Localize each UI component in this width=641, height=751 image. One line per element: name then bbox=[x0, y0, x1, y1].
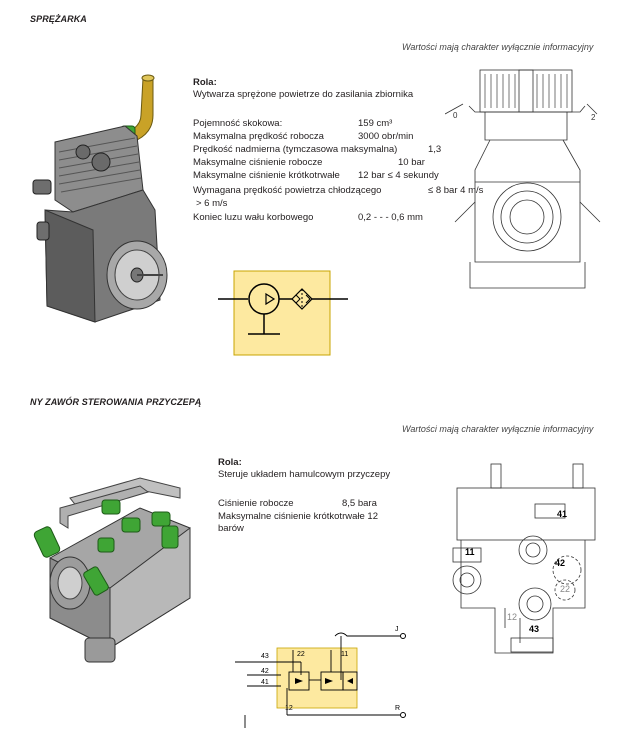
spec-value: 12 bar ≤ 4 sekundy bbox=[358, 170, 439, 181]
schematic-label-12: 12 bbox=[285, 705, 293, 712]
drawing-label-11: 11 bbox=[465, 547, 475, 557]
schematic-label-42: 42 bbox=[261, 668, 269, 675]
spec-label: Maksymalna prędkość robocza bbox=[193, 131, 324, 142]
drawing-label-42: 42 bbox=[555, 558, 565, 568]
spec-label: Prędkość nadmierna (tymczasowa maksymaln… bbox=[193, 144, 398, 155]
compressor-drawing: 0 2 bbox=[445, 69, 601, 289]
schematic-label-43: 43 bbox=[261, 653, 269, 660]
section1-disclaimer: Wartości mają charakter wyłącznie inform… bbox=[402, 42, 594, 52]
drawing-label-43: 43 bbox=[529, 624, 539, 634]
spec-label: > 6 m/s bbox=[196, 198, 228, 209]
drawing-label-2: 2 bbox=[591, 113, 596, 122]
spec-value: 10 bar bbox=[398, 157, 425, 168]
drawing-label-41: 41 bbox=[557, 509, 567, 519]
section2-role-title: Rola: bbox=[218, 457, 242, 468]
spec-value: 8,5 bara bbox=[342, 498, 377, 509]
valve-schematic: 43 42 41 22 11 12 J R bbox=[235, 626, 406, 728]
drawing-label-0: 0 bbox=[453, 111, 458, 120]
spec-label: Maksymalne ciśnienie krótkotrwałe bbox=[193, 170, 340, 181]
spec-label: barów bbox=[218, 523, 244, 534]
section1-role-text: Wytwarza sprężone powietrze do zasilania… bbox=[193, 89, 414, 100]
section2-role-text: Steruje układem hamulcowym przyczepy bbox=[218, 469, 391, 480]
spec-label: Wymagana prędkość powietrza chłodzącego bbox=[193, 185, 382, 196]
spec-label: Pojemność skokowa: bbox=[193, 118, 283, 129]
valve-drawing: 41 11 42 22 12 43 bbox=[452, 463, 596, 654]
spec-value: 1,3 bbox=[428, 144, 442, 155]
spec-value: 159 cm³ bbox=[358, 118, 393, 129]
compressor-illustration bbox=[32, 74, 168, 323]
schematic-label-41: 41 bbox=[261, 679, 269, 686]
spec-value: 3000 obr/min bbox=[358, 131, 414, 142]
section1-role-title: Rola: bbox=[193, 77, 217, 88]
schematic-label-22: 22 bbox=[297, 651, 305, 658]
spec-value: ≤ 8 bar 4 m/s bbox=[428, 185, 484, 196]
spec-label: Ciśnienie robocze bbox=[218, 498, 294, 509]
spec-label: Koniec luzu wału korbowego bbox=[193, 212, 314, 223]
spec-label: Maksymalne ciśnienie robocze bbox=[193, 157, 323, 168]
schematic-label-11: 11 bbox=[341, 651, 348, 658]
section1-heading: SPRĘŻARKA bbox=[30, 14, 87, 24]
section2-disclaimer: Wartości mają charakter wyłącznie inform… bbox=[402, 424, 594, 434]
spec-label: Maksymalne ciśnienie krótkotrwałe 12 bbox=[218, 511, 378, 522]
drawing-label-22: 22 bbox=[560, 584, 570, 594]
drawing-label-12: 12 bbox=[507, 612, 517, 622]
spec-value: 0,2 - - - 0,6 mm bbox=[358, 212, 423, 223]
schematic-label-r: R bbox=[395, 705, 400, 712]
valve-illustration bbox=[33, 477, 191, 663]
section2-heading: NY ZAWÓR STEROWANIA PRZYCZEPĄ bbox=[30, 397, 202, 407]
schematic-label-j: J bbox=[395, 626, 399, 633]
compressor-symbol bbox=[218, 270, 348, 356]
